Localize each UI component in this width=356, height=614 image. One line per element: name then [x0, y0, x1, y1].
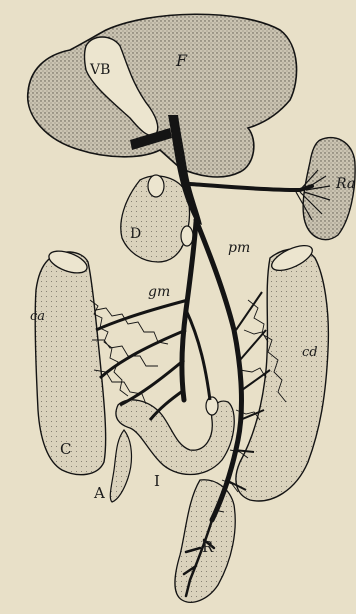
- duodenum-cut-end-2: [181, 226, 193, 246]
- label-cd: cd: [302, 345, 318, 360]
- label-pm: pm: [228, 240, 250, 256]
- label-gallbladder: VB: [89, 62, 110, 78]
- label-gm: gm: [148, 284, 170, 300]
- label-cecum: C: [60, 440, 71, 458]
- splenic-vein: [190, 184, 312, 190]
- label-liver: F: [175, 51, 188, 70]
- label-ca: ca: [30, 309, 45, 324]
- label-duodenum: D: [130, 226, 141, 242]
- label-rectum: R: [202, 538, 214, 556]
- ileum-cut-end: [206, 397, 218, 415]
- label-ileum: I: [154, 472, 160, 490]
- liver-shape: [28, 14, 297, 177]
- inferior-mesenteric-vein: [196, 220, 241, 520]
- label-appendix: A: [93, 484, 105, 502]
- label-spleen: Ra: [335, 176, 355, 192]
- appendix-shape: [110, 430, 131, 502]
- duodenum-cut-end: [148, 175, 164, 197]
- descending-colon-shape: [236, 249, 328, 501]
- superior-mesenteric-vein: [182, 222, 196, 400]
